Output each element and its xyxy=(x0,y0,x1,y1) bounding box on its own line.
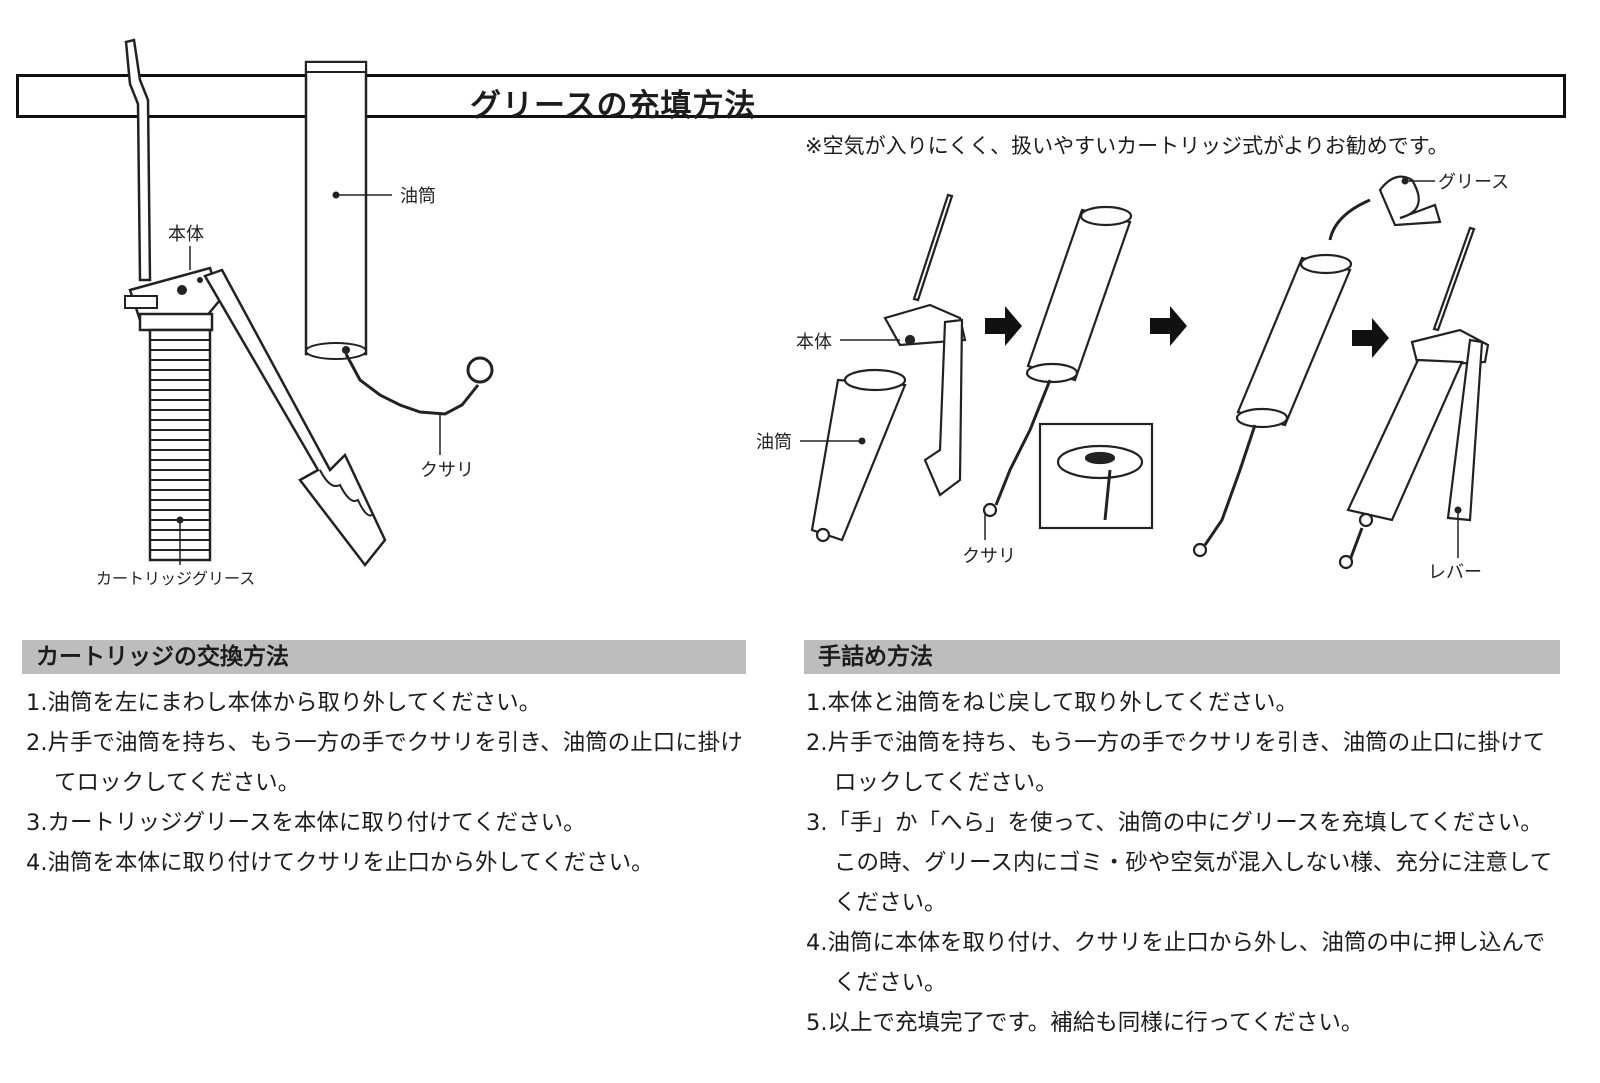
label-grease: グリース xyxy=(1438,172,1509,193)
manual-steps: 1.本体と油筒をねじ戻して取り外してください。 2.片手で油筒を持ち、もう一方の… xyxy=(806,683,1558,1043)
cartridge-step-1: 1.油筒を左にまわし本体から取り外してください。 xyxy=(26,690,542,716)
cartridge-step-2: 2.片手で油筒を持ち、もう一方の手でクサリを引き、油筒の止口に掛けてロックしてく… xyxy=(26,730,743,796)
cartridge-section-heading: カートリッジの交換方法 xyxy=(22,640,746,674)
manual-section-heading: 手詰め方法 xyxy=(804,640,1560,674)
step4-gun xyxy=(1338,226,1490,570)
manual-step-2: 2.片手で油筒を持ち、もう一方の手でクサリを引き、油筒の止口に掛けてロックしてく… xyxy=(806,730,1546,796)
label-cylinder-right: 油筒 xyxy=(756,432,792,453)
title-bar xyxy=(16,74,1566,118)
arrow-3 xyxy=(1352,318,1389,358)
arrow-2 xyxy=(1150,306,1187,346)
manual-fill-diagram: 本体 油筒 クサリ グリース レバー xyxy=(756,172,1509,583)
chain xyxy=(344,353,494,416)
oil-cylinder xyxy=(304,60,368,360)
cartridge-step-3: 3.カートリッジグリースを本体に取り付けてください。 xyxy=(26,810,586,836)
cartridge-steps: 1.油筒を左にまわし本体から取り外してください。 2.片手で油筒を持ち、もう一方… xyxy=(26,683,750,883)
label-body-right: 本体 xyxy=(796,332,832,353)
step2-cylinder xyxy=(982,205,1154,530)
manual-step-3: 3.「手」か「へら」を使って、油筒の中にグリースを充填してください。この時、グリ… xyxy=(806,810,1553,916)
manual-step-5: 5.以上で充填完了です。補給も同様に行ってください。 xyxy=(806,1010,1364,1036)
label-chain-right: クサリ xyxy=(962,546,1016,567)
label-cylinder: 油筒 xyxy=(400,186,436,207)
label-lever: レバー xyxy=(1428,562,1482,583)
step3-cylinder xyxy=(1192,175,1442,558)
grease-gun-diagram: 油筒 本体 クサリ カートリッジグリース xyxy=(96,38,494,588)
recommendation-note: ※空気が入りにくく、扱いやすいカートリッジ式がよりお勧めです。 xyxy=(805,134,1449,158)
label-body: 本体 xyxy=(168,224,204,245)
manual-step-1: 1.本体と油筒をねじ戻して取り外してください。 xyxy=(806,690,1298,716)
step1-gun xyxy=(810,193,967,543)
cartridge-step-4: 4.油筒を本体に取り付けてクサリを止口から外してください。 xyxy=(26,850,654,876)
page-title: グリースの充填方法 xyxy=(470,88,757,124)
manual-step-4: 4.油筒に本体を取り付け、クサリを止口から外し、油筒の中に押し込んでください。 xyxy=(806,930,1546,996)
label-cartridge: カートリッジグリース xyxy=(96,569,255,588)
label-chain: クサリ xyxy=(420,460,474,481)
arrow-1 xyxy=(985,306,1022,346)
